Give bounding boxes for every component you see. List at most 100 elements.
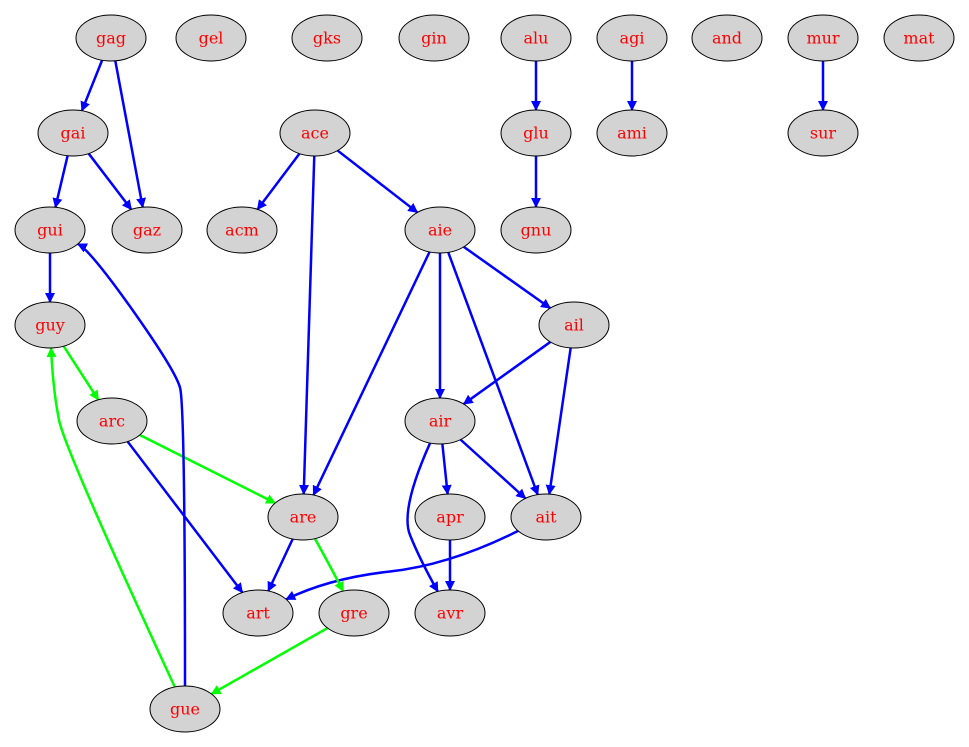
node-ace-label: ace (301, 124, 329, 143)
node-gel-label: gel (199, 29, 224, 48)
edge-ait-to-art (285, 529, 519, 601)
node-gai[interactable]: gai (37, 109, 109, 157)
node-gel[interactable]: gel (175, 14, 247, 62)
node-ami-label: ami (617, 124, 647, 143)
node-alu-ellipse (500, 14, 572, 62)
node-glu-label: glu (523, 124, 549, 143)
edge-arc-to-are (139, 433, 277, 505)
node-gaz[interactable]: gaz (111, 206, 183, 254)
node-gin[interactable]: gin (398, 14, 470, 62)
node-air-ellipse (404, 397, 476, 445)
node-mat[interactable]: mat (883, 14, 955, 62)
node-gaz-label: gaz (133, 221, 161, 240)
edge-ace-to-aie (336, 149, 419, 214)
node-aie[interactable]: aie (404, 206, 476, 254)
node-avr-ellipse (414, 589, 486, 637)
node-alu[interactable]: alu (500, 14, 572, 62)
node-aie-label: aie (428, 221, 452, 240)
node-glu-ellipse (500, 109, 572, 157)
edge-ace-to-are (299, 155, 316, 496)
edge-are-to-gre (313, 538, 345, 593)
edge-ail-to-ait (545, 347, 572, 496)
node-gnu[interactable]: gnu (500, 206, 572, 254)
node-sur[interactable]: sur (787, 109, 859, 157)
edge-gre-to-gue (210, 626, 329, 696)
node-gue[interactable]: gue (149, 685, 221, 733)
node-gai-ellipse (37, 109, 109, 157)
node-air-label: air (429, 412, 452, 431)
node-avr[interactable]: avr (414, 589, 486, 637)
node-gue-ellipse (149, 685, 221, 733)
node-are-label: are (290, 508, 317, 527)
edge-ace-to-acm (256, 152, 301, 211)
node-guy[interactable]: guy (14, 301, 86, 349)
node-mur[interactable]: mur (787, 14, 859, 62)
edge-gai-to-gui (52, 155, 69, 209)
node-apr[interactable]: apr (414, 493, 486, 541)
edge-air-to-avr (406, 442, 439, 593)
node-alu-label: alu (524, 29, 549, 48)
node-arc[interactable]: arc (76, 397, 148, 445)
node-art-label: art (246, 604, 270, 623)
node-ait[interactable]: ait (510, 493, 582, 541)
node-mat-label: mat (903, 29, 935, 48)
node-ail-ellipse (538, 301, 610, 349)
node-gui[interactable]: gui (14, 206, 86, 254)
node-ace[interactable]: ace (279, 109, 351, 157)
nodes-layer: gag gel gks gin alu agi and mur mat gai ace glu ami s… (14, 14, 955, 733)
node-guy-label: guy (35, 316, 65, 335)
node-gai-label: gai (61, 124, 86, 143)
node-ami[interactable]: ami (596, 109, 668, 157)
node-and-label: and (712, 29, 742, 48)
edge-gue-to-gui (76, 242, 187, 687)
node-gin-label: gin (421, 29, 447, 48)
node-acm-label: acm (225, 221, 259, 240)
edge-guy-to-arc (62, 345, 100, 401)
node-acm[interactable]: acm (206, 206, 278, 254)
edge-air-to-ait (459, 438, 527, 500)
node-gin-ellipse (398, 14, 470, 62)
node-and[interactable]: and (691, 14, 763, 62)
node-gag-label: gag (96, 29, 126, 48)
node-apr-label: apr (436, 508, 464, 527)
node-gui-ellipse (14, 206, 86, 254)
edge-gag-to-gaz (114, 60, 146, 209)
node-gag-ellipse (75, 14, 147, 62)
node-agi[interactable]: agi (596, 14, 668, 62)
node-apr-ellipse (414, 493, 486, 541)
node-gks-label: gks (313, 29, 341, 48)
node-gel-ellipse (175, 14, 247, 62)
node-gue-label: gue (170, 700, 200, 719)
node-art[interactable]: art (222, 589, 294, 637)
edge-ail-to-air (462, 340, 552, 406)
node-are[interactable]: are (267, 493, 339, 541)
node-glu[interactable]: glu (500, 109, 572, 157)
node-guy-ellipse (14, 301, 86, 349)
node-ait-label: ait (535, 508, 557, 527)
node-sur-ellipse (787, 109, 859, 157)
node-arc-label: arc (99, 412, 125, 431)
node-agi-ellipse (596, 14, 668, 62)
node-ami-ellipse (596, 109, 668, 157)
edge-aie-to-ait (447, 251, 540, 496)
node-avr-label: avr (437, 604, 464, 623)
node-sur-label: sur (810, 124, 837, 143)
edge-gai-to-gaz (87, 152, 133, 211)
node-mur-label: mur (806, 29, 839, 48)
node-gks[interactable]: gks (291, 14, 363, 62)
node-ail-label: ail (564, 316, 584, 335)
node-ail[interactable]: ail (538, 301, 610, 349)
edge-gag-to-gai (80, 59, 104, 112)
node-air[interactable]: air (404, 397, 476, 445)
node-gnu-label: gnu (521, 221, 552, 240)
node-gag[interactable]: gag (75, 14, 147, 62)
node-agi-label: agi (620, 29, 645, 48)
node-gre-label: gre (340, 604, 367, 623)
edges-layer (45, 59, 828, 696)
node-arc-ellipse (76, 397, 148, 445)
edge-aie-to-ail (463, 245, 552, 310)
node-gre[interactable]: gre (318, 589, 390, 637)
node-ace-ellipse (279, 109, 351, 157)
node-are-ellipse (267, 493, 339, 541)
